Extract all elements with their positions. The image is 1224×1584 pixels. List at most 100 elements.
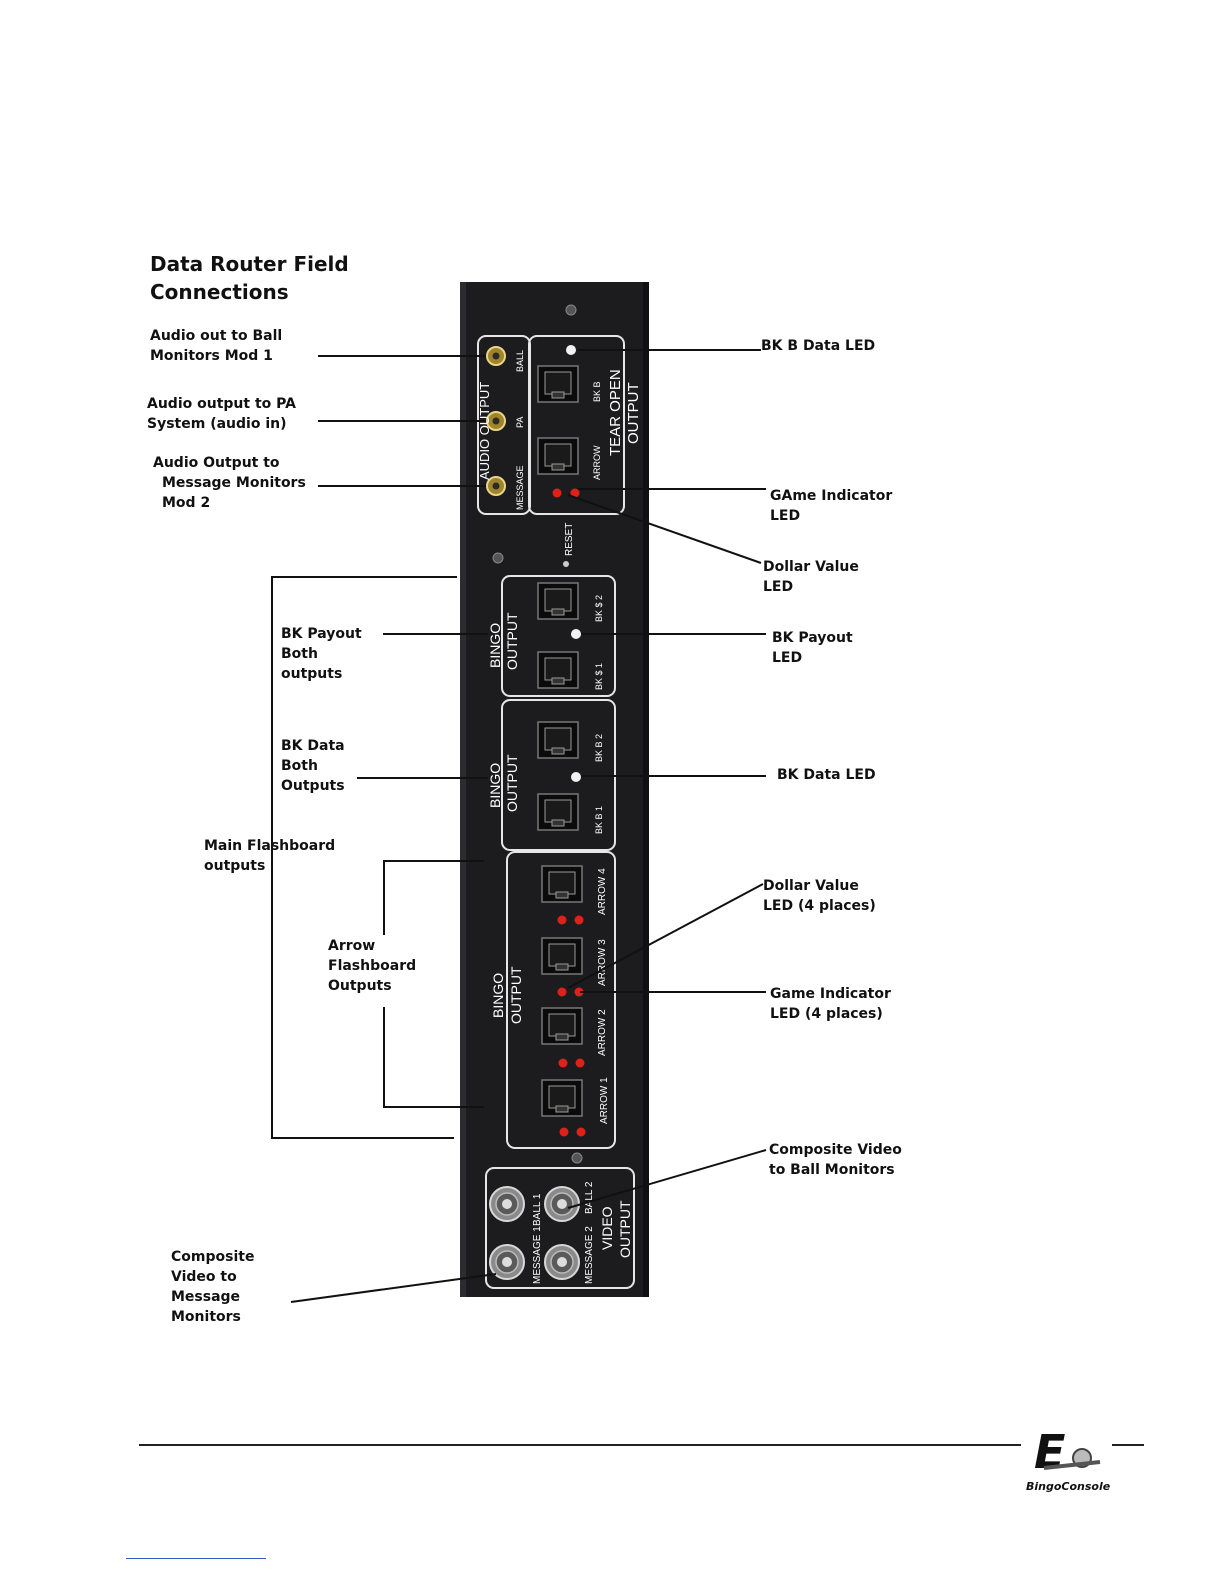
screw-icon [565, 304, 577, 316]
callout-line: Dollar Value [763, 878, 859, 894]
led-white-icon [571, 629, 581, 639]
callout-composite-ball: Composite Video to Ball Monitors [769, 1140, 902, 1180]
callout-line: Monitors [171, 1309, 241, 1325]
callout-line: to Ball Monitors [769, 1162, 895, 1178]
arrow1-label: ARROW 1 [599, 1077, 610, 1124]
page-title: Data Router Field Connections [150, 250, 349, 306]
callout-bk-payout-led: BK Payout LED [772, 628, 853, 668]
callout-line: BK B Data LED [761, 338, 876, 354]
footer-link-underline [126, 1558, 266, 1559]
bingo-output-label: OUTPUT [504, 612, 520, 670]
callout-line: LED [763, 579, 794, 595]
callout-bk-payout: BK Payout Both outputs [281, 624, 362, 684]
video-output-label: OUTPUT [617, 1200, 633, 1258]
bingo-output-label: OUTPUT [508, 966, 524, 1024]
callout-game-indicator-led-4: Game Indicator LED (4 places) [770, 984, 891, 1024]
callout-line: Audio Output to [153, 455, 280, 471]
callout-line: Mod 2 [162, 495, 211, 511]
callout-line: BK Data [281, 738, 345, 754]
arrow4-label: ARROW 4 [597, 868, 608, 915]
callout-audio-message: Audio Output to Message Monitors Mod 2 [153, 453, 306, 513]
callout-line: Audio out to Ball [150, 328, 283, 344]
callout-line: outputs [281, 666, 343, 682]
rj45-port-icon [537, 437, 579, 475]
callout-dollar-value-led-4: Dollar Value LED (4 places) [763, 876, 876, 916]
led-red-icon [574, 987, 584, 997]
led-red-icon [575, 1058, 585, 1068]
screw-icon [492, 552, 504, 564]
callout-line: Arrow [328, 938, 376, 954]
callout-line: Message [171, 1289, 241, 1305]
bnc-connector-icon [489, 1186, 525, 1222]
callout-line: Monitors Mod 1 [150, 348, 273, 364]
message-label: MESSAGE [515, 465, 525, 510]
callout-line: LED [772, 650, 803, 666]
callout-line: BK Payout [772, 630, 853, 646]
led-red-icon [558, 1058, 568, 1068]
led-white-icon [571, 772, 581, 782]
led-white-icon [566, 345, 576, 355]
callout-line: Main Flashboard [204, 838, 336, 854]
callout-main-flashboard: Main Flashboard outputs [204, 836, 335, 876]
svg-text:E: E [1034, 1425, 1065, 1479]
video-label: VIDEO [599, 1206, 615, 1250]
callout-audio-pa: Audio output to PA System (audio in) [147, 394, 296, 434]
led-red-icon [570, 488, 580, 498]
bk-b1-label: BK B 1 [594, 806, 604, 834]
callout-line: Dollar Value [763, 559, 859, 575]
callout-dollar-value-led: Dollar Value LED [763, 557, 859, 597]
rj45-port-icon [537, 651, 579, 689]
audio-output-label: AUDIO OUTPUT [477, 382, 492, 480]
bingo-label: BINGO [487, 763, 503, 808]
footer-rule [139, 1444, 1021, 1446]
callout-line: Video to [171, 1269, 237, 1285]
rj45-port-icon [537, 582, 579, 620]
arrow-label: ARROW [592, 445, 602, 480]
rj45-port-icon [541, 865, 583, 903]
led-red-icon [557, 987, 567, 997]
led-red-icon [574, 915, 584, 925]
rj45-port-icon [541, 1007, 583, 1045]
led-red-icon [552, 488, 562, 498]
callout-line: GAme Indicator [770, 488, 893, 504]
screw-icon [571, 1152, 583, 1164]
callout-line: Audio output to PA [147, 396, 296, 412]
rj45-port-icon [537, 365, 579, 403]
logo-subtitle: BingoConsole [1026, 1480, 1111, 1493]
led-red-icon [559, 1127, 569, 1137]
bingo-label: BINGO [490, 973, 506, 1018]
footer-rule-end [1112, 1444, 1144, 1446]
callout-line: LED (4 places) [763, 898, 876, 914]
led-red-icon [557, 915, 567, 925]
rca-jack-icon [486, 346, 506, 366]
led-red-icon [576, 1127, 586, 1137]
arrow2-label: ARROW 2 [597, 1009, 608, 1056]
bkb-label: BK B [592, 381, 602, 402]
tear-open-output-label: OUTPUT [625, 382, 642, 444]
callout-line: Outputs [281, 778, 345, 794]
title-line-2: Connections [150, 280, 289, 304]
callout-line: Flashboard [328, 958, 417, 974]
rj45-port-icon [537, 721, 579, 759]
ball-label: BALL [515, 350, 525, 372]
callout-line: System (audio in) [147, 416, 287, 432]
callout-bkb-data-led: BK B Data LED [761, 336, 875, 356]
callout-line: LED [770, 508, 801, 524]
bnc-connector-icon [544, 1244, 580, 1280]
bnc-connector-icon [544, 1186, 580, 1222]
arrow3-label: ARROW 3 [597, 939, 608, 986]
bingo-label: BINGO [487, 623, 503, 668]
callout-bk-data-led: BK Data LED [777, 765, 876, 785]
bingo-output-label: OUTPUT [504, 754, 520, 812]
bk-s1-label: BK $ 1 [594, 663, 604, 690]
emax-logo: E [1034, 1425, 1101, 1479]
rj45-port-icon [541, 937, 583, 975]
callout-line: BK Payout [281, 626, 362, 642]
callout-line: Both [281, 758, 318, 774]
callout-line: Composite [171, 1249, 255, 1265]
rj45-port-icon [541, 1079, 583, 1117]
callout-line: Composite Video [769, 1142, 902, 1158]
reset-button-icon [563, 561, 569, 567]
callout-line: BK Data LED [777, 767, 876, 783]
